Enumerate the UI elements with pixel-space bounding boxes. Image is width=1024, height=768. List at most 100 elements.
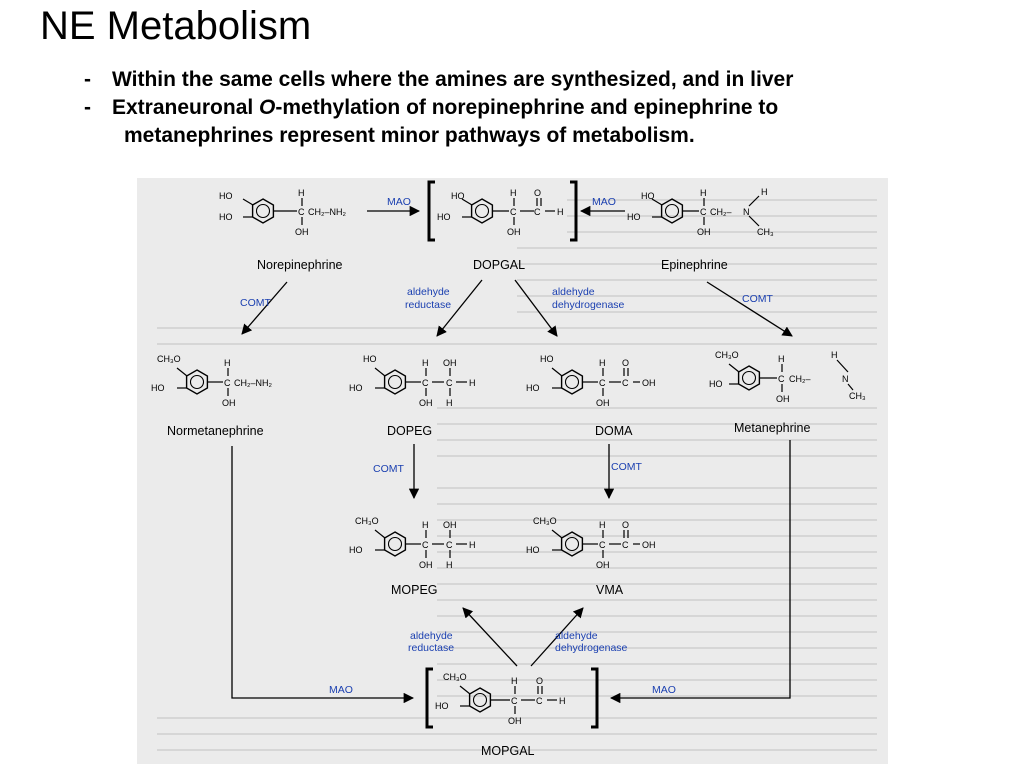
atom-label: OH — [596, 398, 610, 408]
compound-name-dopeg: DOPEG — [387, 424, 432, 438]
atom-label: CH₂–NH₂ — [234, 378, 272, 388]
arrow-metanephrine-to-mopgal — [609, 440, 791, 704]
atom-label: OH — [419, 398, 433, 408]
atom-label: H — [422, 358, 429, 368]
structure-norepinephrine: HO HO H C CH₂–NH₂ OH — [219, 188, 346, 237]
atom-label: OH — [642, 378, 656, 388]
atom-label: HO — [526, 545, 540, 555]
atom-label: HO — [627, 212, 641, 222]
compound-name-doma: DOMA — [595, 424, 633, 438]
atom-label: OH — [295, 227, 309, 237]
structure-mopgal: CH₃O HO H C O C H OH — [435, 672, 566, 726]
atom-label: OH — [507, 227, 521, 237]
atom-label: O — [622, 520, 629, 530]
arrow-dopgal-to-doma — [514, 279, 558, 337]
atom-label: H — [599, 358, 606, 368]
bullet-text: Extraneuronal O-methylation of norepinep… — [112, 94, 778, 122]
atom-label: H — [511, 676, 518, 686]
atom-label: H — [224, 358, 231, 368]
dopgal-bracket — [427, 180, 578, 242]
arrow-mopgal-to-vma — [530, 607, 584, 667]
atom-label: C — [778, 374, 785, 384]
bullet-list: - Within the same cells where the amines… — [84, 66, 984, 150]
atom-label: O — [536, 676, 543, 686]
atom-label: HO — [437, 212, 451, 222]
atom-label: O — [534, 188, 541, 198]
enzyme-label-comt: COMT — [240, 297, 271, 309]
bullet-2: - Extraneuronal O-methylation of norepin… — [84, 94, 984, 122]
atom-label: HO — [526, 383, 540, 393]
enzyme-label-aldehyde: aldehyde — [552, 286, 595, 298]
atom-label: CH₃O — [157, 354, 181, 364]
atom-label: OH — [222, 398, 236, 408]
enzyme-label-mao: MAO — [387, 196, 411, 208]
atom-label: HO — [219, 191, 233, 201]
atom-label: OH — [508, 716, 522, 726]
atom-label: HO — [219, 212, 233, 222]
atom-label: HO — [435, 701, 449, 711]
structure-dopgal: HO HO H C O C H OH — [437, 188, 564, 237]
bullet-text-italic: O — [259, 96, 276, 119]
atom-label: H — [469, 540, 476, 550]
enzyme-label-comt: COMT — [742, 293, 773, 305]
structure-metanephrine: CH₃O HO H C CH₂– N H CH₃ OH — [709, 350, 866, 404]
atom-label: C — [422, 378, 429, 388]
compound-name-metanephrine: Metanephrine — [734, 421, 810, 435]
slide-title: NE Metabolism — [40, 4, 312, 48]
bullet-dash: - — [84, 96, 91, 119]
enzyme-label-reductase: reductase — [408, 642, 454, 654]
atom-label: C — [446, 540, 453, 550]
atom-label: OH — [419, 560, 433, 570]
atom-label: C — [622, 378, 629, 388]
atom-label: H — [510, 188, 517, 198]
atom-label: HO — [151, 383, 165, 393]
atom-label: C — [446, 378, 453, 388]
atom-label: H — [557, 207, 564, 217]
atom-label: C — [534, 207, 541, 217]
arrow-ne-to-normetanephrine — [241, 281, 288, 335]
pathway-diagram: HO HO H C CH₂–NH₂ OH Norepinephrine MAO … — [151, 180, 877, 758]
atom-label: H — [761, 187, 768, 197]
bullet-2-continuation: metanephrines represent minor pathways o… — [124, 124, 695, 147]
atom-label: C — [298, 207, 305, 217]
background-text-texture — [157, 199, 877, 751]
atom-label: H — [446, 398, 453, 408]
atom-label: H — [831, 350, 838, 360]
atom-label: CH₃ — [849, 391, 866, 401]
compound-name-normetanephrine: Normetanephrine — [167, 424, 264, 438]
atom-label: H — [700, 188, 707, 198]
arrow-epi-to-metanephrine — [706, 281, 793, 337]
atom-label: CH₃O — [443, 672, 467, 682]
atom-label: N — [842, 374, 849, 384]
atom-label: H — [446, 560, 453, 570]
atom-label: HO — [709, 379, 723, 389]
atom-label: O — [622, 358, 629, 368]
atom-label: OH — [443, 520, 457, 530]
bullet-text-part: -methylation of norepinephrine and epine… — [275, 96, 779, 119]
structure-vma: CH₃O HO H C O C OH OH — [526, 516, 656, 570]
arrow-normetanephrine-to-mopgal — [231, 446, 415, 704]
bullet-dash: - — [84, 68, 91, 91]
atom-label: C — [599, 378, 606, 388]
atom-label: HO — [641, 191, 655, 201]
structure-epinephrine: HO HO H C CH₂– N H CH₃ OH — [627, 187, 774, 237]
enzyme-label-comt: COMT — [373, 463, 404, 475]
atom-label: OH — [642, 540, 656, 550]
atom-label: OH — [697, 227, 711, 237]
atom-label: HO — [349, 545, 363, 555]
enzyme-label-mao: MAO — [652, 684, 676, 696]
atom-label: CH₂–NH₂ — [308, 207, 346, 217]
atom-label: H — [469, 378, 476, 388]
structure-normetanephrine: CH₃O HO H C CH₂–NH₂ OH — [151, 354, 272, 408]
compound-name-vma: VMA — [596, 583, 624, 597]
atom-label: H — [422, 520, 429, 530]
mopgal-bracket — [425, 667, 599, 729]
structure-dopeg: HO HO H C OH C H OH H — [349, 354, 476, 408]
atom-label: C — [599, 540, 606, 550]
compound-name-norepinephrine: Norepinephrine — [257, 258, 343, 272]
arrow-mopgal-to-mopeg — [462, 607, 518, 667]
atom-label: HO — [451, 191, 465, 201]
atom-label: C — [511, 696, 518, 706]
enzyme-label-mao: MAO — [592, 196, 616, 208]
atom-label: OH — [596, 560, 610, 570]
